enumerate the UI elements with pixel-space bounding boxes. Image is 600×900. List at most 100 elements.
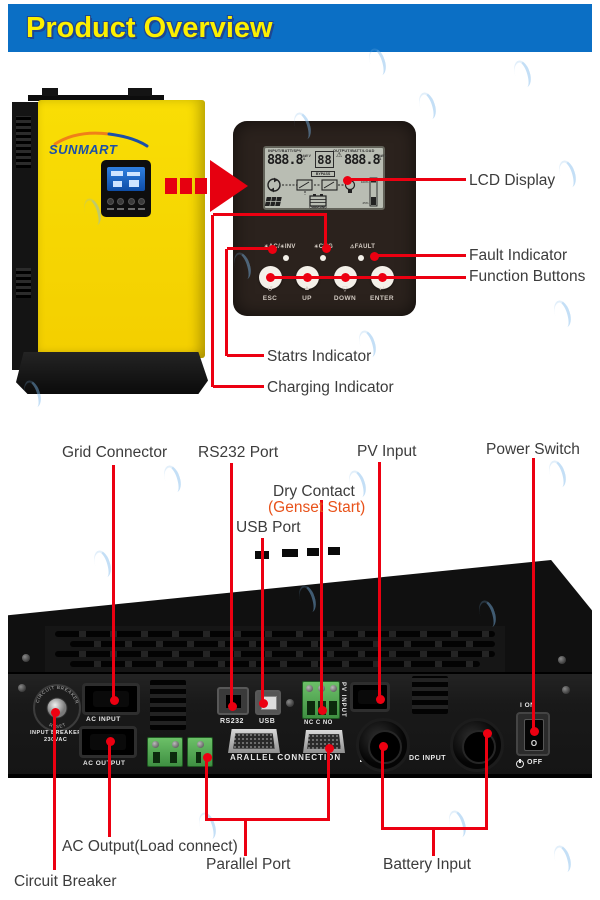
callout-grid-connector: Grid Connector bbox=[62, 444, 168, 461]
switch-off-label: OFF bbox=[527, 759, 543, 766]
inverter-key-labels bbox=[107, 208, 145, 210]
lcd-right-digits: 888.8 bbox=[344, 152, 381, 168]
power-icon bbox=[516, 758, 524, 768]
inverter-lcd-screen bbox=[107, 167, 145, 191]
callout-usb-port: USB Port bbox=[236, 519, 301, 536]
callout-line bbox=[244, 820, 247, 856]
title-banner: Product Overview bbox=[8, 4, 592, 52]
page-title: Product Overview bbox=[26, 12, 273, 44]
brand-text: SUNMART bbox=[49, 142, 118, 157]
callout-dot bbox=[265, 272, 275, 282]
callout-battery-input: Battery Input bbox=[383, 856, 471, 873]
watermark-swoosh bbox=[91, 548, 114, 580]
callout-line bbox=[374, 254, 466, 257]
chassis-tab bbox=[282, 549, 298, 557]
callout-ac-output: AC Output(Load connect) bbox=[62, 838, 238, 855]
inverter-mount-bar bbox=[28, 95, 164, 101]
callout-line bbox=[112, 465, 115, 700]
watermark-swoosh bbox=[161, 463, 184, 495]
callout-line bbox=[213, 213, 327, 216]
sun-icon: ☀ bbox=[314, 244, 319, 250]
watermark-swoosh bbox=[551, 843, 574, 875]
dry-contact-pins-label: NC C NO bbox=[304, 720, 333, 726]
vent-row bbox=[70, 661, 480, 667]
lcd-warning-icon: ⚠ bbox=[336, 152, 343, 159]
callout-line bbox=[230, 463, 233, 706]
vent-row bbox=[70, 641, 495, 647]
callout-line bbox=[108, 741, 111, 837]
callout-fault-indicator: Fault Indicator bbox=[469, 247, 568, 264]
callout-dot bbox=[340, 272, 350, 282]
led-fault bbox=[358, 255, 364, 261]
callout-dot bbox=[258, 698, 268, 708]
current-share-terminal bbox=[147, 737, 183, 767]
callout-circuit-breaker: Circuit Breaker bbox=[14, 873, 117, 890]
chassis-tab bbox=[328, 547, 340, 555]
callout-line bbox=[347, 178, 466, 181]
callout-line bbox=[532, 458, 535, 731]
switch-on-label: I ON bbox=[520, 702, 536, 709]
watermark-swoosh bbox=[416, 90, 439, 122]
watermark-swoosh bbox=[556, 158, 579, 190]
callout-statrs-indicator: Statrs Indicator bbox=[267, 348, 372, 365]
callout-line bbox=[205, 757, 208, 820]
callout-line bbox=[225, 249, 228, 356]
inverter-lcd-module bbox=[101, 160, 151, 217]
usb-label: USB bbox=[259, 718, 276, 725]
callout-line bbox=[270, 276, 466, 279]
pv-input-vertical-label: PV INPUT bbox=[340, 682, 346, 718]
callout-line bbox=[485, 733, 488, 829]
solar-panel-icon bbox=[264, 197, 282, 206]
callout-dot bbox=[109, 695, 119, 705]
sunmart-logo: SUNMART bbox=[47, 130, 157, 162]
charging-label: CHARGING bbox=[309, 206, 327, 209]
ac-input-connector bbox=[82, 683, 140, 715]
callout-line bbox=[327, 748, 330, 820]
parallel-db9-connector bbox=[303, 730, 345, 753]
callout-line bbox=[320, 500, 323, 710]
callout-dry-contact: Dry Contact bbox=[273, 483, 355, 500]
lcd-right-units: kW V A bbox=[379, 154, 387, 162]
callout-line bbox=[381, 827, 488, 830]
up-label: UP bbox=[302, 295, 312, 302]
inverter-mount-tab bbox=[42, 88, 58, 96]
callout-lcd-display: LCD Display bbox=[469, 172, 556, 189]
led-chg bbox=[320, 255, 326, 261]
callout-line bbox=[205, 818, 330, 821]
callout-pv-input: PV Input bbox=[357, 443, 417, 460]
screw-icon bbox=[22, 654, 30, 662]
lcd-left-digits: 888.8 bbox=[267, 152, 304, 168]
ac-input-label: AC INPUT bbox=[86, 716, 121, 723]
parallel-db15-connector bbox=[228, 729, 280, 753]
watermark-swoosh bbox=[446, 808, 469, 840]
ac-output-label: AC OUTPUT bbox=[83, 760, 126, 767]
side-vent bbox=[16, 116, 31, 168]
callout-line bbox=[211, 215, 214, 387]
callout-dot bbox=[302, 272, 312, 282]
chassis-tab bbox=[307, 548, 319, 556]
lcd-input-label: INPUT/BATT/SPV bbox=[268, 149, 302, 153]
lcd-output-label: OUTPUT/BATT/LOAD bbox=[333, 149, 375, 153]
callout-line bbox=[261, 538, 264, 703]
inverter-base bbox=[16, 352, 208, 394]
callout-line bbox=[227, 354, 264, 357]
watermark-swoosh bbox=[546, 458, 569, 490]
screw-icon bbox=[558, 656, 566, 664]
screw-icon bbox=[562, 686, 570, 694]
vent-row bbox=[55, 651, 495, 657]
inverter-mount-tab bbox=[128, 88, 152, 96]
led-ac-inv bbox=[283, 255, 289, 261]
arrow-head-icon bbox=[210, 160, 248, 212]
svg-text:RESET: RESET bbox=[48, 722, 66, 729]
arrow-dash bbox=[180, 178, 192, 194]
callout-dot bbox=[317, 705, 327, 715]
screw-icon bbox=[286, 699, 294, 707]
vent-column bbox=[150, 680, 186, 730]
inverter-touch-keys bbox=[107, 198, 145, 205]
lcd-center-digits: 88 bbox=[315, 151, 334, 168]
logo-swoosh-icon bbox=[53, 131, 149, 148]
arrow-dash bbox=[165, 178, 177, 194]
batt-full-label: 100% bbox=[361, 180, 369, 184]
sun-icon: ☀ bbox=[280, 244, 285, 250]
callout-dot bbox=[227, 701, 237, 711]
